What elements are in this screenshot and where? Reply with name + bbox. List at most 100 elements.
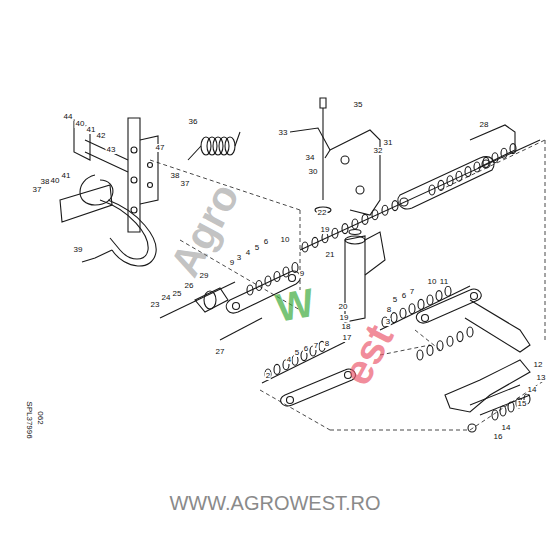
- callout-number: 37: [180, 180, 191, 188]
- callout-number: 11: [439, 278, 449, 286]
- callout-number: 19: [320, 226, 331, 234]
- pivot-bolt: [290, 98, 380, 215]
- callout-number: 22: [317, 209, 328, 217]
- frame-bracket: [74, 118, 158, 232]
- callout-number: 6: [263, 238, 269, 246]
- callout-number: 20: [338, 303, 349, 311]
- washer: [447, 176, 453, 186]
- callout-number: 13: [536, 374, 547, 382]
- callout-number: 3: [385, 318, 391, 326]
- callout-number: 24: [161, 294, 172, 302]
- callout-number: 26: [184, 282, 195, 290]
- callout-number: 34: [305, 154, 316, 162]
- lower-arm: [262, 342, 530, 432]
- washer: [500, 406, 506, 416]
- washer: [372, 210, 378, 220]
- callout-number: 44: [63, 113, 74, 121]
- washer: [501, 148, 507, 158]
- callout-number: 47: [155, 144, 166, 152]
- callout-number: 18: [341, 323, 352, 331]
- washer: [465, 167, 471, 177]
- callout-number: 10: [280, 236, 291, 244]
- callout-number: 4: [286, 356, 292, 364]
- callout-number: 9: [299, 270, 305, 278]
- callout-number: 36: [188, 118, 199, 126]
- washer: [265, 276, 271, 286]
- code: 062: [36, 411, 44, 424]
- callout-number: 6: [303, 345, 309, 353]
- callout-number: 37: [32, 186, 43, 194]
- callout-number: 10: [427, 278, 438, 286]
- callout-number: 42: [96, 132, 107, 140]
- washer: [265, 369, 271, 379]
- washer: [312, 237, 318, 247]
- washer: [391, 313, 397, 323]
- washer-stacks: [247, 144, 530, 420]
- callout-number: 15: [517, 400, 528, 408]
- coil-spring: [188, 132, 240, 160]
- code: SPL37996: [25, 401, 33, 438]
- callout-number: 8: [386, 306, 392, 314]
- washer: [274, 272, 280, 282]
- callout-number: 25: [172, 290, 183, 298]
- washer: [438, 180, 444, 190]
- footer-url: WWW.AGROWEST.RO: [169, 493, 380, 513]
- callout-number: 16: [493, 433, 504, 441]
- callout-number: 39: [73, 246, 84, 254]
- washer: [437, 341, 443, 351]
- callout-number: 30: [308, 168, 319, 176]
- washer: [474, 162, 480, 172]
- callout-number: 14: [501, 424, 512, 432]
- callout-number: 19: [339, 314, 350, 322]
- washer: [417, 350, 423, 360]
- washer: [392, 201, 398, 211]
- callout-number: 7: [409, 288, 415, 296]
- callout-number: 3: [236, 254, 242, 262]
- washer: [382, 205, 388, 215]
- washer: [467, 327, 473, 337]
- callout-number: 40: [75, 120, 86, 128]
- washer: [322, 233, 328, 243]
- callout-number: 43: [106, 146, 117, 154]
- washer: [492, 410, 498, 420]
- callout-number: 28: [479, 121, 490, 129]
- washer: [492, 153, 498, 163]
- washer: [456, 171, 462, 181]
- callout-number: 6: [401, 292, 407, 300]
- washer: [429, 185, 435, 195]
- callout-number: 41: [61, 172, 72, 180]
- washer: [302, 242, 308, 252]
- watermark: Agro: [163, 177, 246, 283]
- washer: [447, 336, 453, 346]
- callout-number: 12: [533, 361, 544, 369]
- callout-number: 5: [294, 349, 300, 357]
- callout-number: 9: [229, 259, 235, 267]
- callout-number: 7: [313, 342, 319, 350]
- washer: [409, 304, 415, 314]
- washer: [445, 286, 451, 296]
- washer: [283, 267, 289, 277]
- callout-number: 21: [325, 251, 336, 259]
- callout-number: 23: [150, 301, 161, 309]
- callout-number: 35: [353, 101, 364, 109]
- washer: [427, 295, 433, 305]
- callout-number: 8: [324, 340, 330, 348]
- center-post: [345, 230, 385, 323]
- washer: [510, 144, 516, 154]
- washer: [342, 224, 348, 234]
- washer: [274, 364, 280, 374]
- callout-number: 33: [278, 129, 289, 137]
- spring-tine: [60, 175, 156, 266]
- washer: [427, 345, 433, 355]
- upper-arm: [300, 125, 540, 250]
- callout-number: 5: [392, 296, 398, 304]
- washer: [483, 157, 489, 167]
- washer: [332, 228, 338, 238]
- washer: [362, 214, 368, 224]
- callout-number: 2: [265, 372, 271, 380]
- callout-number: 38: [170, 172, 181, 180]
- watermark: W: [273, 282, 317, 328]
- washer: [508, 402, 514, 412]
